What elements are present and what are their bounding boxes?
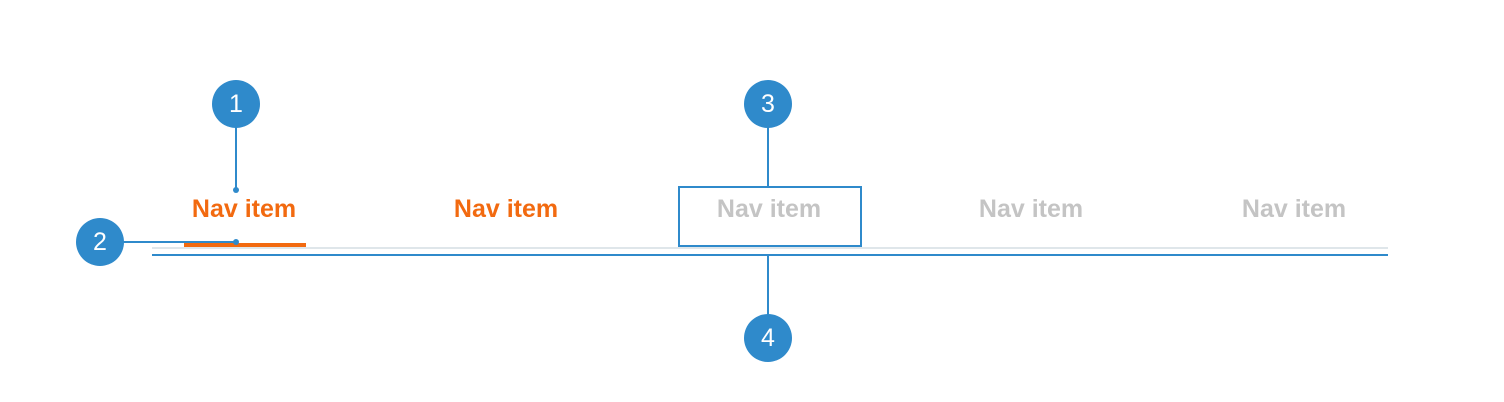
callout-3-leader [767, 127, 769, 187]
callout-4-marker: 4 [744, 314, 792, 362]
callout-2-leader [122, 241, 236, 243]
callout-4-leader [767, 255, 769, 315]
callout-1-marker: 1 [212, 80, 260, 128]
callout-1-leader [235, 127, 237, 190]
active-indicator [184, 243, 306, 247]
nav-item-4[interactable]: Nav item [978, 195, 1084, 223]
nav-item-1[interactable]: Nav item [191, 195, 297, 223]
nav-container-baseline [152, 254, 1388, 256]
callout-2-anchor-dot [233, 239, 239, 245]
nav-divider-line [152, 247, 1388, 249]
callout-3-marker: 3 [744, 80, 792, 128]
nav-item-bounding-box [678, 186, 862, 247]
callout-1-anchor-dot [233, 187, 239, 193]
nav-item-3[interactable]: Nav item [716, 195, 822, 223]
nav-item-5[interactable]: Nav item [1241, 195, 1347, 223]
nav-item-2[interactable]: Nav item [453, 195, 559, 223]
callout-2-marker: 2 [76, 218, 124, 266]
